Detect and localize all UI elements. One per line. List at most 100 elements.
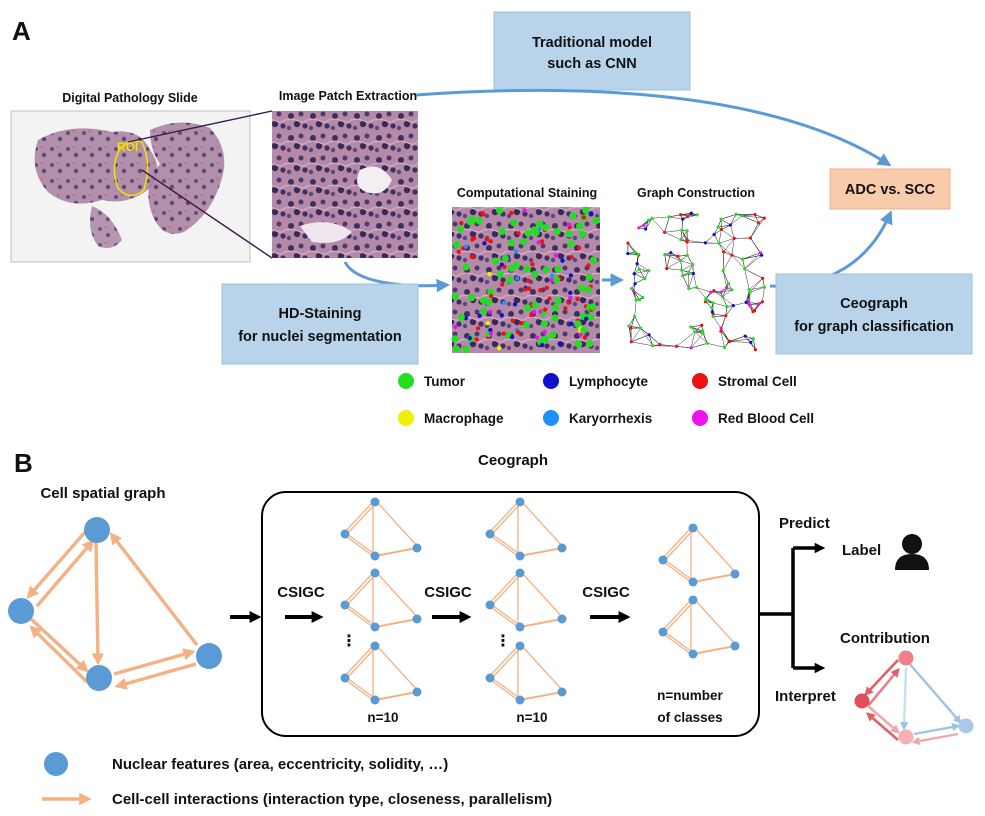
- graph-edge: [702, 333, 708, 344]
- mini-node: [557, 543, 567, 553]
- graph-vertex: [719, 217, 723, 221]
- graph-edge: [713, 290, 723, 298]
- mini-edge: [376, 691, 420, 701]
- stained-nucleus: [451, 335, 459, 343]
- stained-nucleus: [488, 309, 493, 315]
- graph-edge: [728, 335, 746, 342]
- stained-nucleus: [586, 340, 594, 348]
- graph-vertex: [650, 216, 654, 220]
- roi-label: ROI: [117, 140, 138, 154]
- graph-edge: [749, 278, 763, 293]
- ceograph-box: [775, 273, 973, 355]
- stained-nucleus: [519, 320, 524, 326]
- stained-nucleus: [499, 313, 504, 318]
- stained-nucleus: [522, 208, 527, 213]
- graph-edge: [731, 238, 735, 256]
- legend-swatch-stromal: [692, 373, 708, 389]
- graph-edge: [753, 338, 756, 350]
- mini-node: [515, 568, 525, 578]
- graph-edge: [720, 328, 730, 342]
- graph-vertex: [740, 214, 744, 218]
- graph-edge: [687, 240, 706, 244]
- mini-node: [370, 641, 380, 651]
- mini-node: [730, 569, 740, 579]
- stained-nucleus: [560, 258, 565, 263]
- stained-nucleus: [531, 270, 539, 278]
- mini-edge: [521, 547, 565, 557]
- mini-edge: [487, 501, 519, 535]
- graph-vertex: [757, 221, 761, 225]
- graph-edge: [680, 230, 683, 240]
- graph-vertex: [633, 282, 637, 286]
- stained-nucleus: [543, 307, 548, 312]
- mini-edge: [372, 618, 416, 628]
- graph-vertex: [658, 343, 662, 347]
- stained-nucleus: [553, 228, 561, 236]
- graph-edge: [648, 334, 653, 346]
- legend-label-lymphocyte: Lymphocyte: [569, 374, 649, 389]
- graph-edge: [742, 252, 761, 260]
- mini-node: [370, 622, 380, 632]
- graph-vertex: [691, 271, 696, 276]
- ellipsis-2: ⋮: [495, 633, 511, 650]
- graph-vertex: [753, 213, 757, 217]
- graph-edge: [718, 224, 731, 228]
- graph-vertex: [722, 250, 726, 254]
- staining-arrow: [343, 261, 451, 293]
- graph-edge: [628, 325, 632, 342]
- graph-node: [196, 643, 222, 669]
- stained-nucleus: [574, 320, 582, 328]
- stained-nucleus: [582, 206, 590, 214]
- stained-nucleus: [451, 292, 459, 300]
- graph-edge: [720, 283, 729, 293]
- legend-edges-text: Cell-cell interactions (interaction type…: [112, 791, 552, 808]
- mini-edge: [690, 573, 734, 583]
- mini-edge: [487, 645, 519, 679]
- stained-nucleus: [529, 313, 534, 318]
- graph-edge: [669, 216, 683, 220]
- mini-graph: [485, 568, 567, 632]
- graph-vertex: [644, 227, 648, 231]
- legend-swatch-tumor: [398, 373, 414, 389]
- graph-edge: [730, 215, 743, 226]
- stained-nucleus: [468, 294, 476, 302]
- graph-vertex: [743, 267, 747, 271]
- graph-vertex: [743, 334, 747, 338]
- graph-edge: [634, 316, 641, 329]
- mini-node: [557, 687, 567, 697]
- graph-vertex: [679, 238, 683, 242]
- mini-edge: [342, 604, 374, 628]
- stained-nucleus: [536, 240, 541, 245]
- mini-node: [412, 687, 422, 697]
- graph-vertex: [701, 329, 705, 333]
- contribution-node: [958, 718, 974, 734]
- graph-vertex: [710, 310, 714, 314]
- legend-swatch-karyorrhexis: [543, 410, 559, 426]
- stained-nucleus: [549, 277, 554, 282]
- graph-edge: [680, 260, 693, 265]
- stained-nucleus: [542, 266, 550, 274]
- graph-edge: [722, 270, 728, 288]
- graph-vertex: [701, 331, 705, 335]
- stained-nucleus: [549, 273, 555, 278]
- output-label: ADC vs. SCC: [845, 182, 936, 198]
- stained-nucleus: [453, 345, 461, 353]
- graph-vertex: [647, 269, 651, 273]
- n-label-3-line1: n=number: [657, 688, 723, 703]
- graph-edge: [733, 302, 747, 306]
- graph-edge: [720, 331, 725, 348]
- graph-edge: [631, 334, 650, 343]
- graph-vertex: [633, 314, 637, 318]
- stained-nucleus: [501, 300, 507, 306]
- graph-vertex: [709, 290, 713, 294]
- zoom-line-bottom: [141, 169, 273, 259]
- stained-nucleus: [534, 335, 540, 340]
- stained-nucleus: [523, 265, 531, 273]
- graph-edge: [633, 273, 636, 284]
- mini-node: [515, 695, 525, 705]
- graph-vertex: [748, 303, 752, 307]
- graph-vertex: [629, 326, 633, 330]
- contribution-label: Contribution: [840, 630, 930, 647]
- graph-edge: [664, 254, 679, 257]
- graph-edge: [682, 214, 698, 220]
